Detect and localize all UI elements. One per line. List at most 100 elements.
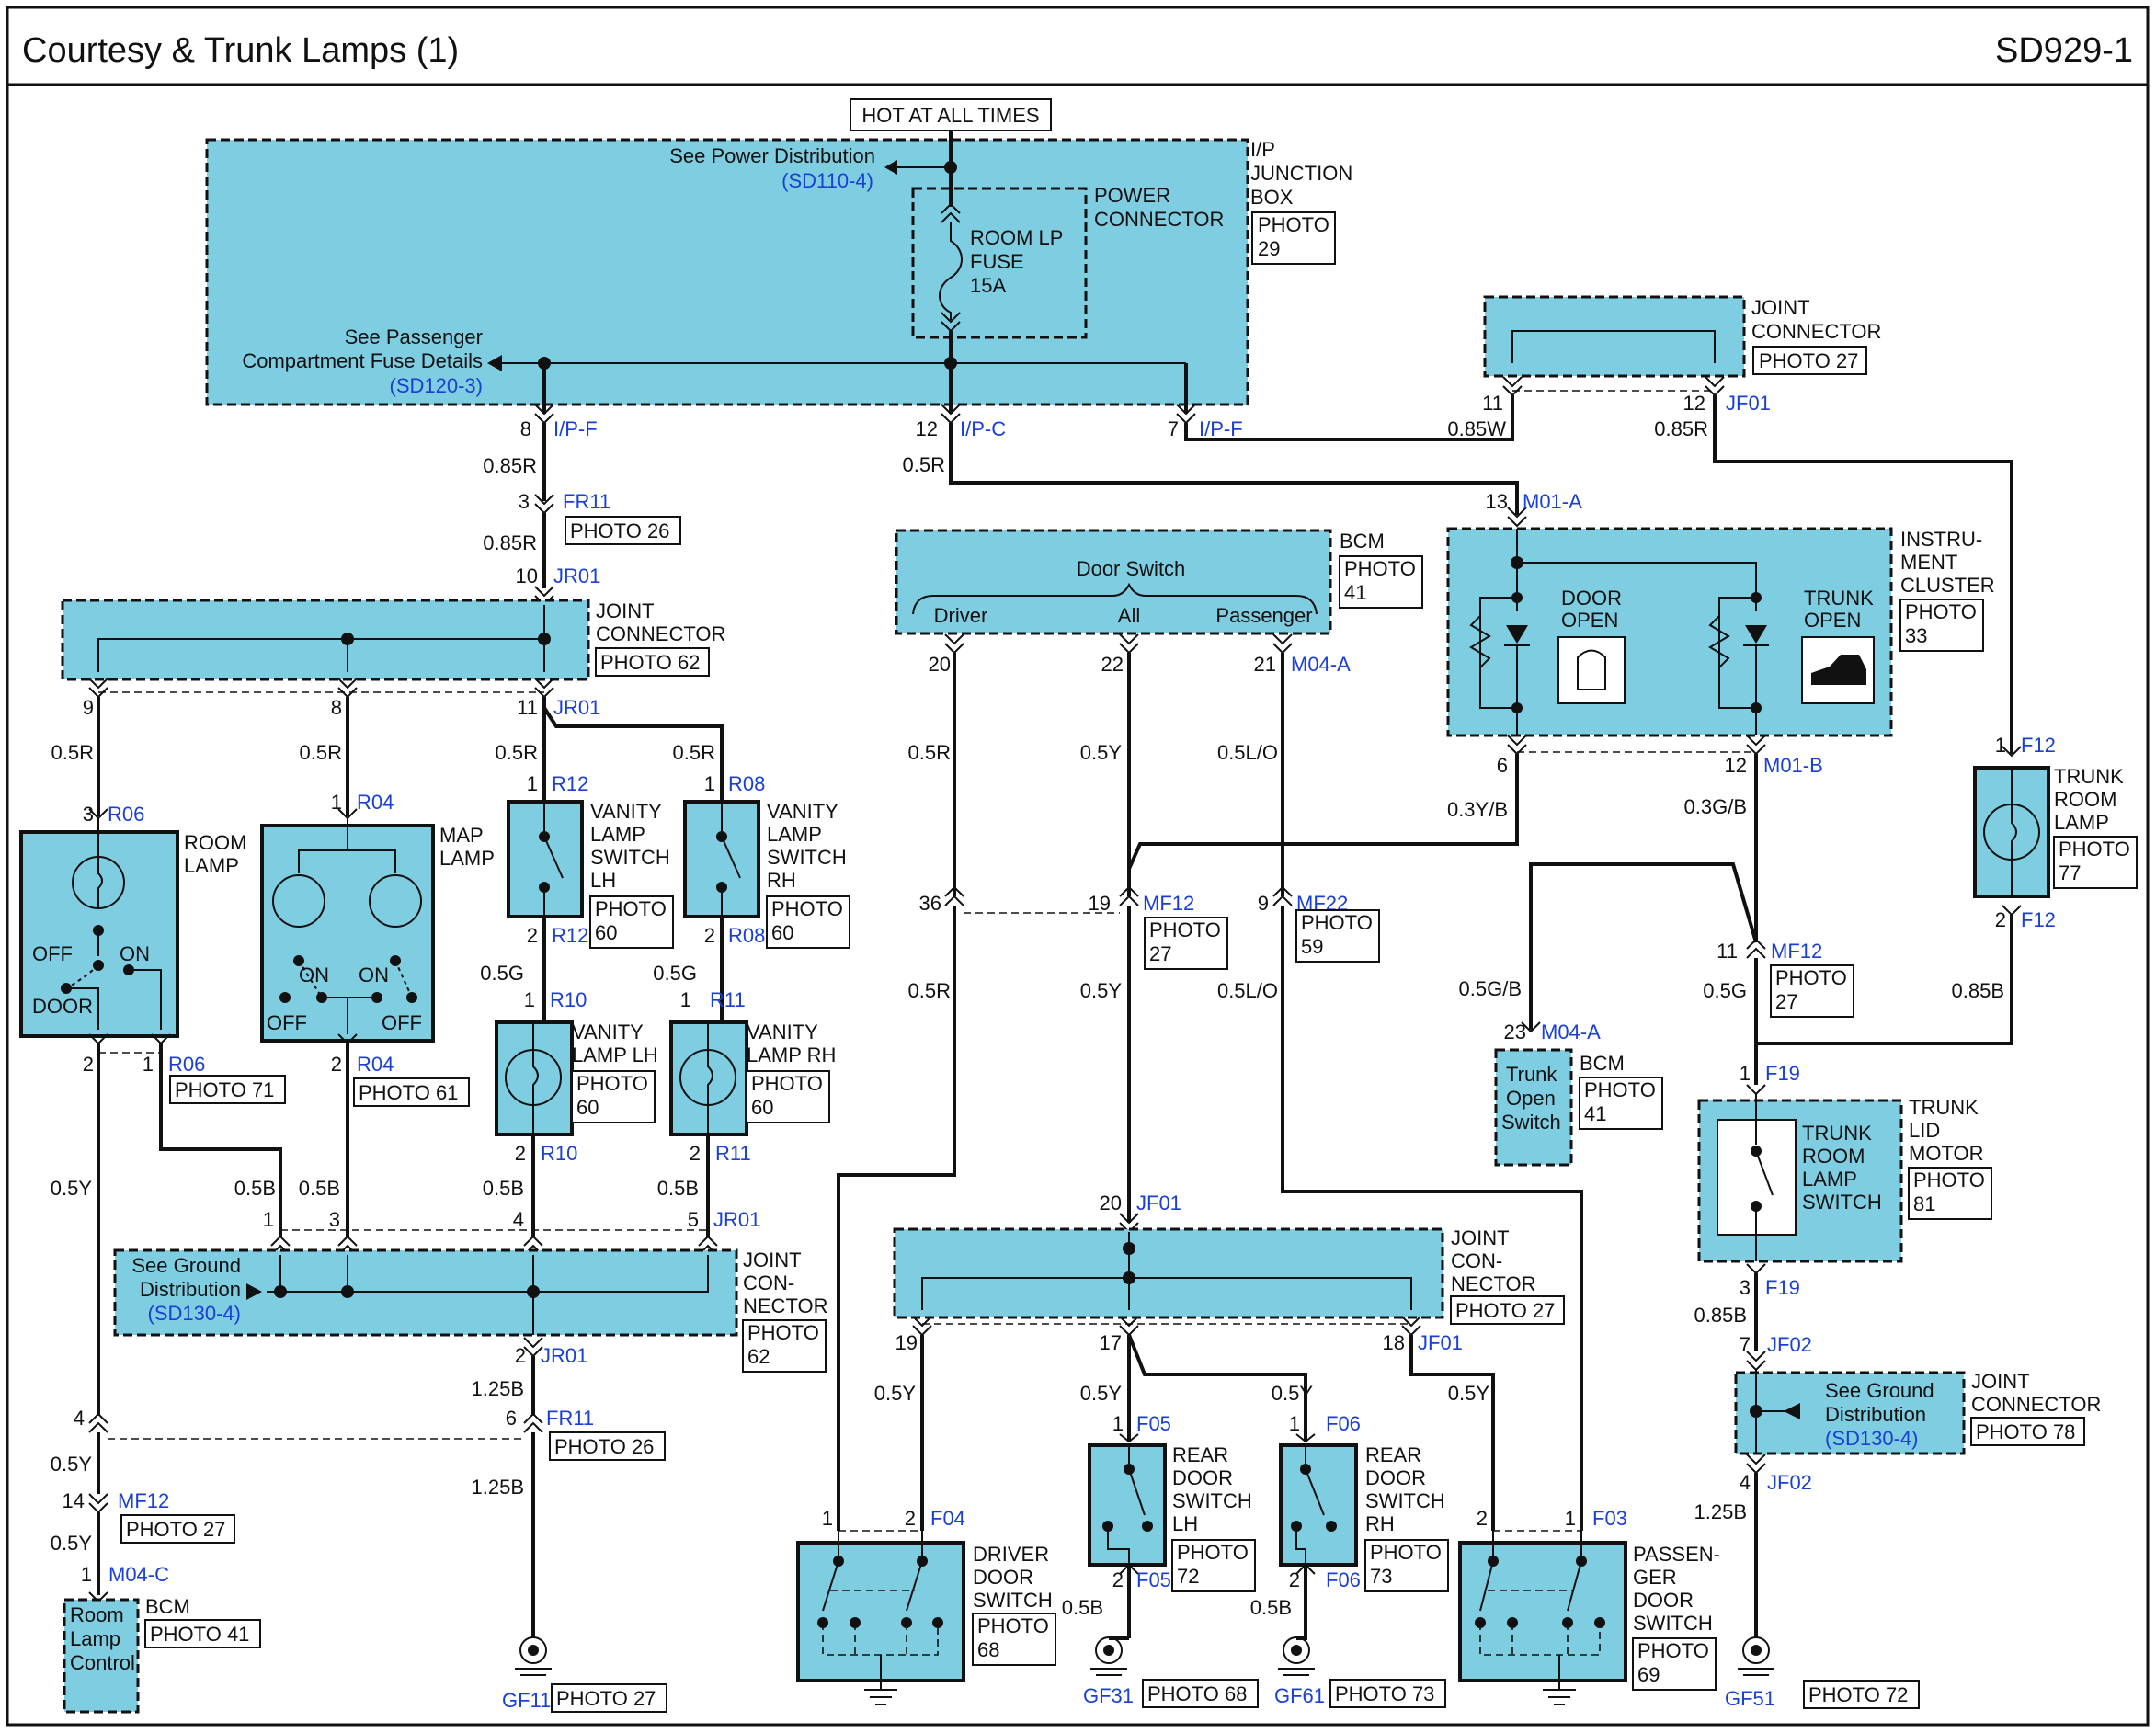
svg-text:PHOTO 62: PHOTO 62 [600,651,700,674]
svg-text:12: 12 [916,417,938,440]
svg-text:JR01: JR01 [553,696,600,719]
svg-text:(SD130-4): (SD130-4) [148,1302,241,1325]
svg-text:SWITCH: SWITCH [973,1589,1053,1612]
ground-gf11: GF11 PHOTO 27 [502,1636,667,1713]
svg-text:ON: ON [359,963,389,986]
sd110-ref: (SD110-4) [781,169,873,192]
svg-text:9: 9 [1258,892,1269,915]
svg-text:DOOR: DOOR [973,1566,1033,1589]
svg-text:LAMP RH: LAMP RH [747,1043,836,1066]
svg-text:Driver: Driver [934,604,988,627]
svg-text:73: 73 [1370,1565,1392,1588]
svg-text:0.5B: 0.5B [299,1177,340,1200]
svg-text:JR01: JR01 [541,1344,587,1367]
svg-text:8: 8 [520,417,531,440]
svg-text:LAMP: LAMP [767,823,822,846]
vanity-lamp-switch-lh: 1 R12 2 R12 VANITY LAMP SWITCH LH PHOTO … [507,772,674,949]
svg-text:0.5R: 0.5R [908,741,951,764]
svg-text:F03: F03 [1592,1507,1627,1530]
svg-text:0.5Y: 0.5Y [1080,1382,1123,1405]
svg-text:0.5B: 0.5B [1250,1596,1292,1619]
arrow-left-icon [884,160,897,175]
arrow-left-icon [1784,1403,1800,1419]
ground-gf61: GF61 PHOTO 73 [1274,1636,1446,1708]
svg-text:PHOTO 27: PHOTO 27 [556,1687,656,1710]
svg-text:JOINT: JOINT [1971,1370,2030,1393]
driver-door-switch: 1 2 F04 DRIVER DOOR SWITCH PHOTO 68 [796,1507,1056,1705]
page-title: Courtesy & Trunk Lamps (1) [22,31,459,70]
wire-085w: 0.85W [1447,417,1506,440]
svg-text:1: 1 [1289,1412,1300,1435]
svg-text:MAP: MAP [439,824,484,847]
svg-text:PHOTO 26: PHOTO 26 [570,519,669,542]
svg-text:PHOTO: PHOTO [751,1072,823,1095]
svg-text:CONNECTOR: CONNECTOR [596,622,725,645]
svg-text:60: 60 [576,1096,599,1119]
svg-text:6: 6 [506,1407,517,1430]
svg-text:1: 1 [1112,1412,1124,1435]
ground-icon [1738,1668,1774,1676]
svg-text:OFF: OFF [32,942,73,965]
svg-text:PHOTO: PHOTO [977,1614,1049,1637]
svg-text:REAR: REAR [1365,1443,1421,1466]
trunk-lid-motor: 1 F19 TRUNK ROOM LAMP SWITCH TRUNK LID M… [1697,1062,1992,1299]
svg-text:20: 20 [1100,1191,1122,1214]
svg-text:GF11: GF11 [502,1689,551,1712]
svg-text:TRUNK: TRUNK [1804,587,1874,610]
svg-text:ON: ON [299,963,329,986]
svg-text:8: 8 [331,696,342,719]
svg-text:0.5G: 0.5G [1703,979,1747,1002]
ipjb-name-1: I/P [1250,138,1275,161]
svg-text:1: 1 [143,1053,154,1076]
svg-text:LAMP: LAMP [439,847,495,870]
svg-text:0.5Y: 0.5Y [1272,1382,1314,1405]
svg-text:R12: R12 [552,772,588,795]
svg-text:7: 7 [1740,1333,1751,1356]
svg-text:9: 9 [83,696,94,719]
svg-text:17: 17 [1100,1331,1122,1354]
svg-text:INSTRU-: INSTRU- [1900,528,1982,551]
svg-text:JF02: JF02 [1767,1333,1812,1356]
svg-text:PHOTO: PHOTO [576,1072,648,1095]
svg-text:0.5B: 0.5B [657,1177,699,1200]
svg-text:0.5Y: 0.5Y [1080,979,1123,1002]
svg-text:10: 10 [516,564,538,587]
svg-text:SWITCH: SWITCH [1365,1489,1445,1512]
svg-text:PHOTO: PHOTO [1301,911,1373,934]
svg-text:0.85B: 0.85B [1694,1304,1748,1327]
vanity-lamp-rh: 1 R11 2 R11 VANITY LAMP RH PHOTO 60 [669,988,836,1165]
svg-text:29: 29 [1258,237,1280,260]
see-power-distribution: See Power Distribution [669,144,875,167]
svg-text:JOINT: JOINT [743,1248,802,1271]
svg-text:0.85R: 0.85R [1654,417,1708,440]
svg-text:1: 1 [1995,734,2006,757]
svg-text:Door Switch: Door Switch [1077,557,1186,580]
ip-junction-box: HOT AT ALL TIMES See Power Distribution … [205,98,1352,414]
svg-text:VANITY: VANITY [747,1020,818,1043]
svg-text:2: 2 [704,924,715,947]
svg-text:PHOTO: PHOTO [1177,1541,1249,1564]
svg-text:0.5L/O: 0.5L/O [1217,979,1278,1002]
svg-text:R08: R08 [728,772,765,795]
svg-text:3: 3 [1740,1276,1751,1299]
mf12-trunk-connector: 11 MF12 PHOTO 27 [1717,938,1854,1018]
svg-text:F19: F19 [1765,1062,1800,1085]
svg-text:BCM: BCM [1340,530,1385,553]
svg-text:LH: LH [1172,1512,1198,1535]
svg-text:0.5R: 0.5R [496,741,538,764]
svg-text:VANITY: VANITY [590,800,662,823]
svg-text:Distribution: Distribution [140,1278,241,1301]
resistor-icon [1469,615,1491,680]
fuse-label-3: 15A [970,274,1006,297]
svg-text:0.5L/O: 0.5L/O [1217,741,1278,764]
bcm-trunk-open-switch: 23 M04-A Trunk Open Switch BCM PHOTO 41 [1494,1020,1663,1167]
arrow-right-icon [246,1283,262,1300]
fr11-connector: 3 FR11 PHOTO 26 [519,490,681,545]
svg-text:MF12: MF12 [1143,892,1194,915]
ipf-label: I/P-F [553,417,598,440]
svg-text:36: 36 [919,892,941,915]
svg-text:2: 2 [690,1142,701,1165]
svg-text:F05: F05 [1136,1568,1171,1591]
svg-text:1: 1 [1740,1062,1751,1085]
svg-text:PHOTO: PHOTO [2059,838,2130,861]
